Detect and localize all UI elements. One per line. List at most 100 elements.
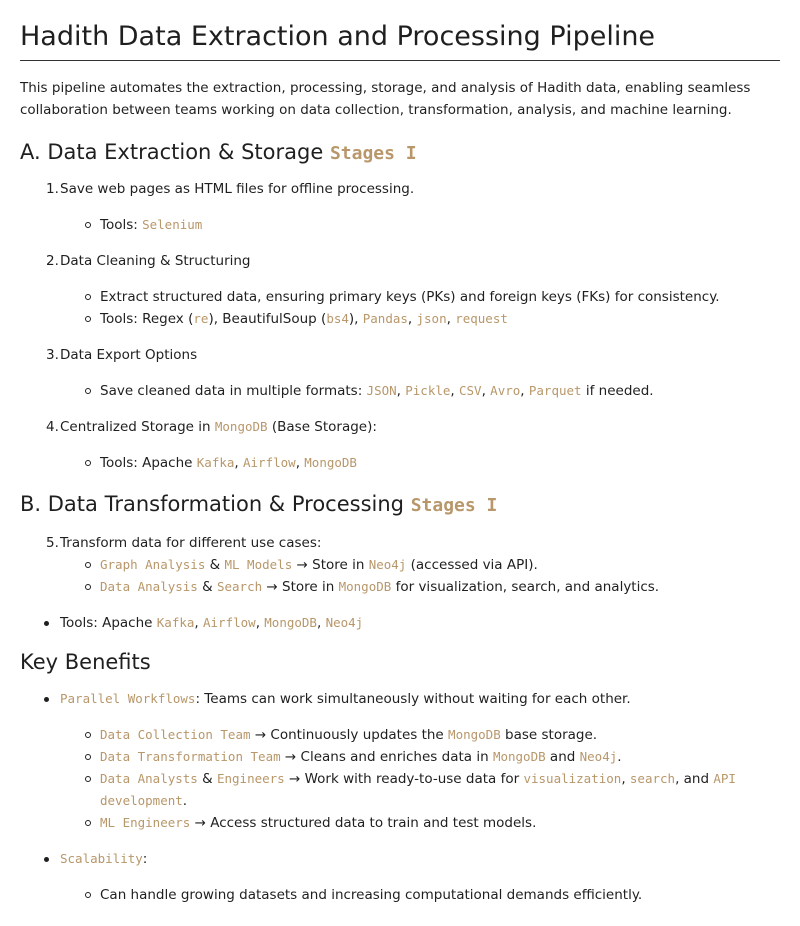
benefits-heading: Key Benefits bbox=[20, 650, 151, 674]
tool-json: json bbox=[416, 311, 447, 326]
section-b-title: B. Data Transformation & Processing bbox=[20, 492, 404, 516]
item-text: . bbox=[182, 793, 188, 809]
tool-bs4: bs4 bbox=[326, 311, 349, 326]
step-4-tools: Tools: Apache Kafka, Airflow, MongoDB bbox=[20, 452, 780, 474]
tool-request: request bbox=[455, 311, 508, 326]
benefit-scalability: Scalability: bbox=[20, 848, 780, 870]
benefit-text: : Teams can work simultaneously without … bbox=[195, 691, 631, 707]
team-label: ML Engineers bbox=[100, 815, 191, 830]
item-text: and bbox=[549, 749, 576, 765]
benefit-text: : bbox=[142, 851, 148, 867]
item-text: , and bbox=[675, 771, 710, 787]
format-avro: Avro bbox=[490, 383, 521, 398]
use-api-development: API development bbox=[100, 771, 736, 808]
page-title: Hadith Data Extraction and Processing Pi… bbox=[20, 0, 780, 61]
step-2-sub-1: Extract structured data, ensuring primar… bbox=[20, 286, 780, 308]
sub-text: for visualization, search, and analytics… bbox=[395, 579, 660, 595]
tool-neo4j: Neo4j bbox=[579, 749, 618, 764]
section-b-heading: B. Data Transformation & Processing Stag… bbox=[20, 490, 780, 520]
parallel-item-2: Data Transformation Team → Cleans and en… bbox=[20, 746, 780, 768]
benefit-parallel: Parallel Workflows: Teams can work simul… bbox=[20, 688, 780, 710]
amp: & bbox=[202, 579, 213, 595]
item-text: Can handle growing datasets and increasi… bbox=[100, 887, 643, 903]
tool-kafka: Kafka bbox=[196, 455, 235, 470]
use-search: search bbox=[629, 771, 676, 786]
amp: & bbox=[209, 557, 221, 573]
format-csv: CSV bbox=[459, 383, 482, 398]
sub-text-tail: if needed. bbox=[585, 383, 654, 399]
tools-label: Tools: bbox=[100, 217, 138, 233]
team-label: Data Transformation Team bbox=[100, 749, 281, 764]
item-text: → Continuously updates the bbox=[254, 727, 444, 743]
amp: & bbox=[202, 771, 213, 787]
step-text: Save web pages as HTML files for offline… bbox=[60, 181, 415, 197]
step-text: (Base Storage): bbox=[271, 419, 377, 435]
format-parquet: Parquet bbox=[528, 383, 582, 398]
benefit-label: Scalability bbox=[60, 851, 143, 866]
step-text: Data Cleaning & Structuring bbox=[60, 253, 251, 269]
tool-mongodb: MongoDB bbox=[264, 615, 317, 630]
team-label: Data Analysts bbox=[100, 771, 198, 786]
sub-text: → Store in bbox=[296, 557, 365, 573]
tool-mongodb: MongoDB bbox=[492, 749, 546, 764]
tools-text: ), bbox=[348, 311, 359, 327]
tools-label: Tools: Regex ( bbox=[100, 311, 194, 327]
step-5: 5. Transform data for different use case… bbox=[20, 532, 780, 554]
tool-mongodb: MongoDB bbox=[304, 455, 357, 470]
step-5-sub-2: Data Analysis & Search → Store in MongoD… bbox=[20, 576, 780, 598]
step-3: 3. Data Export Options bbox=[20, 344, 780, 366]
benefit-label: Parallel Workflows bbox=[60, 691, 196, 706]
step-text: Centralized Storage in bbox=[60, 419, 211, 435]
tool-selenium: Selenium bbox=[142, 217, 203, 232]
step-2-tools: Tools: Regex (re), BeautifulSoup (bs4), … bbox=[20, 308, 780, 330]
sub-text: (accessed via API). bbox=[410, 557, 538, 573]
item-text: . bbox=[617, 749, 622, 765]
tool-neo4j: Neo4j bbox=[368, 557, 407, 572]
tool-airflow: Airflow bbox=[243, 455, 296, 470]
tool-mongodb: MongoDB bbox=[448, 727, 501, 742]
section-b-tag: Stages I bbox=[410, 495, 498, 516]
step-number: 4. bbox=[46, 419, 59, 435]
use-graph-analysis: Graph Analysis bbox=[100, 557, 206, 572]
team-label: Engineers bbox=[216, 771, 285, 786]
tool-re: re bbox=[193, 311, 209, 326]
use-visualization: visualization bbox=[523, 771, 622, 786]
format-pickle: Pickle bbox=[405, 383, 451, 398]
step-text: Transform data for different use cases: bbox=[60, 535, 322, 551]
step-4: 4. Centralized Storage in MongoDB (Base … bbox=[20, 416, 780, 438]
document: Hadith Data Extraction and Processing Pi… bbox=[20, 0, 780, 906]
tool-kafka: Kafka bbox=[156, 615, 195, 630]
step-number: 5. bbox=[46, 535, 59, 551]
step-5-sub-1: Graph Analysis & ML Models → Store in Ne… bbox=[20, 554, 780, 576]
section-a-tag: Stages I bbox=[329, 143, 417, 164]
step-number: 1. bbox=[46, 181, 59, 197]
tools-label: Tools: Apache bbox=[100, 455, 193, 471]
step-3-sub: Save cleaned data in multiple formats: J… bbox=[20, 380, 780, 402]
intro-paragraph: This pipeline automates the extraction, … bbox=[20, 80, 751, 118]
step-number: 2. bbox=[46, 253, 59, 269]
sub-text: Save cleaned data in multiple formats: bbox=[100, 383, 363, 399]
item-text: → Cleans and enriches data in bbox=[284, 749, 489, 765]
item-text: base storage. bbox=[505, 727, 598, 743]
tool-mongodb: MongoDB bbox=[338, 579, 392, 594]
use-search: Search bbox=[216, 579, 263, 594]
parallel-item-3: Data Analysts & Engineers → Work with re… bbox=[20, 768, 780, 812]
tool-airflow: Airflow bbox=[203, 615, 256, 630]
use-ml-models: ML Models bbox=[224, 557, 293, 572]
step-1-tools: Tools: Selenium bbox=[20, 214, 780, 236]
section-a-title: A. Data Extraction & Storage bbox=[20, 140, 324, 164]
step-text: Data Export Options bbox=[60, 347, 198, 363]
step-number: 3. bbox=[46, 347, 59, 363]
step-2: 2. Data Cleaning & Structuring bbox=[20, 250, 780, 272]
sub-text: Extract structured data, ensuring primar… bbox=[100, 289, 720, 305]
team-label: Data Collection Team bbox=[100, 727, 251, 742]
parallel-item-1: Data Collection Team → Continuously upda… bbox=[20, 724, 780, 746]
scalability-item: Can handle growing datasets and increasi… bbox=[20, 884, 780, 906]
tools-text: ), BeautifulSoup ( bbox=[208, 311, 327, 327]
section-b-tools: Tools: Apache Kafka, Airflow, MongoDB, N… bbox=[20, 612, 780, 634]
tool-mongodb: MongoDB bbox=[214, 419, 268, 434]
item-text: → Work with ready-to-use data for bbox=[289, 771, 520, 787]
parallel-item-4: ML Engineers → Access structured data to… bbox=[20, 812, 780, 834]
sub-text: → Store in bbox=[266, 579, 335, 595]
item-text: → Access structured data to train and te… bbox=[194, 815, 537, 831]
